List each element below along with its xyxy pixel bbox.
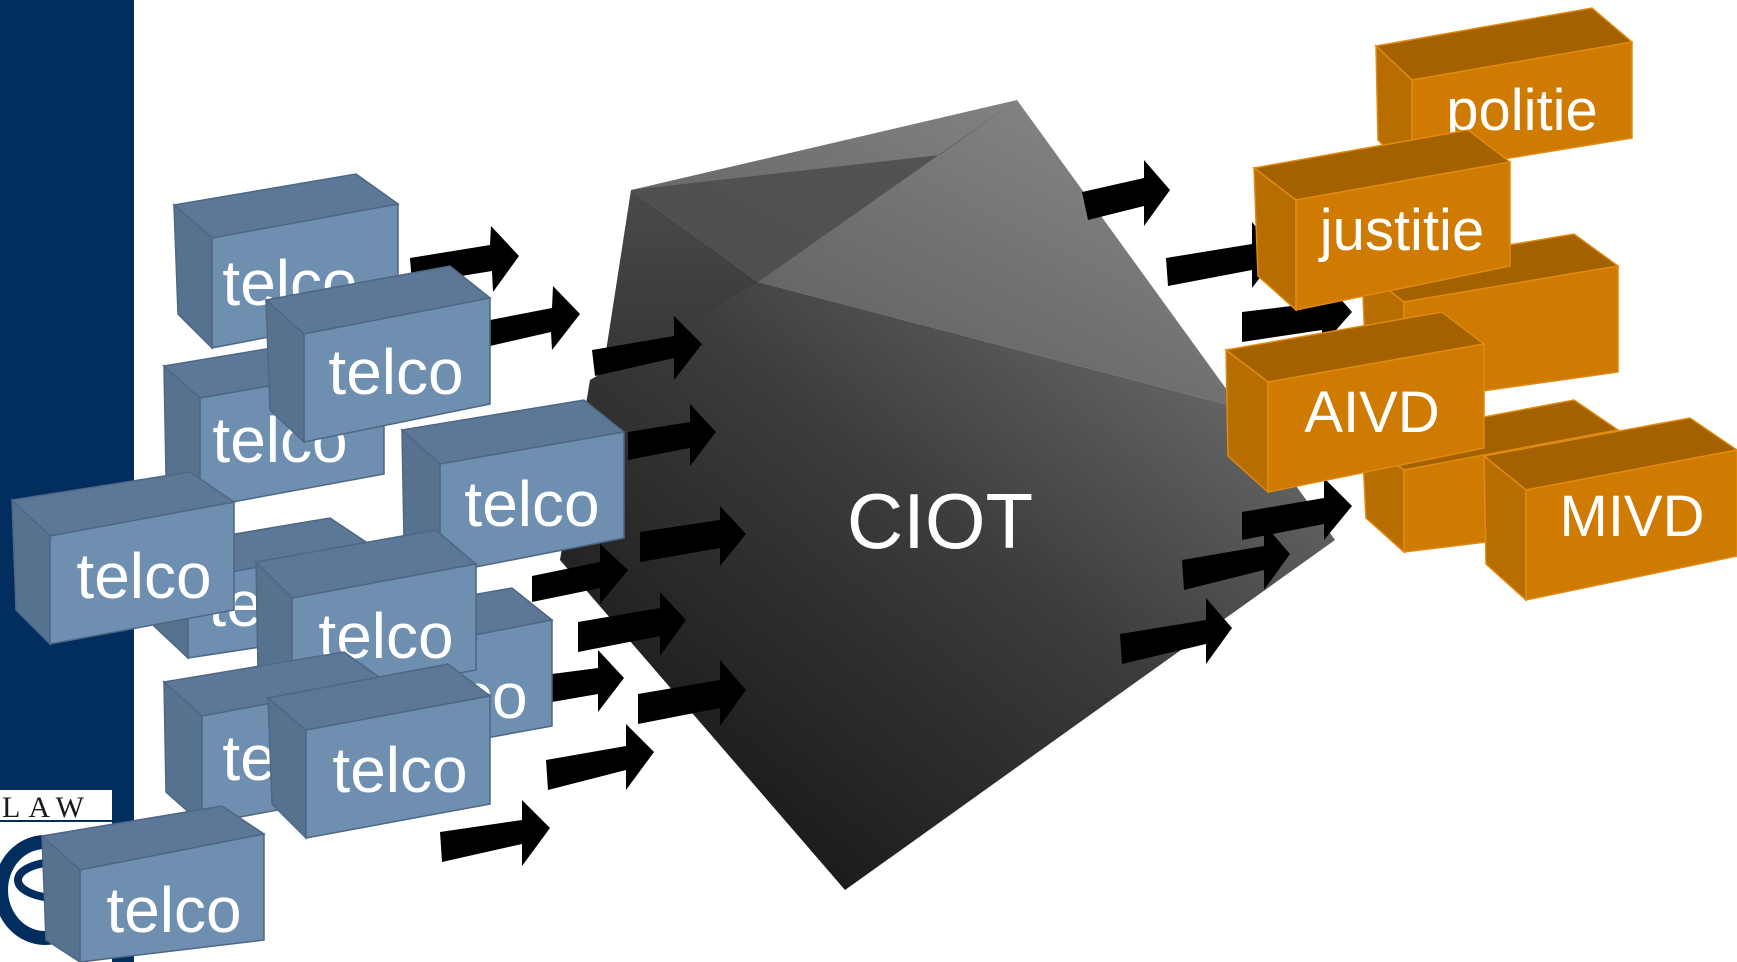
- ciot-label: CIOT: [847, 477, 1033, 565]
- agency-box-mivd: MIVD: [1482, 417, 1737, 602]
- agency-label-aivd: AIVD: [1304, 380, 1439, 445]
- telco-label: telco: [464, 468, 599, 540]
- ciot-cube: CIOT: [560, 100, 1335, 890]
- telco-box: telco: [40, 805, 266, 962]
- arrow: [1166, 222, 1278, 288]
- arrow: [532, 544, 628, 604]
- ciot-cube-back-face: [631, 100, 1017, 282]
- arrow: [592, 316, 702, 380]
- telco-box: telco: [264, 265, 492, 444]
- arrow: [546, 724, 654, 790]
- telco-box: telco: [10, 471, 236, 646]
- telco-label: telco: [106, 874, 241, 946]
- agency-box-aivd: AIVD: [1224, 311, 1486, 494]
- arrow: [1242, 478, 1352, 540]
- arrow: [490, 286, 580, 350]
- telco-boxes: telco telco telco telco telco: [10, 173, 626, 962]
- telco-label: telco: [328, 336, 463, 408]
- telco-label: telco: [76, 540, 211, 612]
- logo-text: LAW: [2, 791, 92, 824]
- arrow: [1082, 160, 1170, 226]
- arrow: [640, 506, 746, 566]
- agency-label-mivd: MIVD: [1560, 484, 1705, 549]
- arrow: [1182, 524, 1290, 590]
- arrow: [440, 800, 550, 866]
- arrow: [552, 650, 624, 712]
- arrow: [1120, 598, 1232, 664]
- telco-box: telco: [266, 663, 492, 840]
- agency-label-justitie: justitie: [1318, 198, 1484, 263]
- arrow: [578, 592, 686, 656]
- telco-label: telco: [332, 734, 467, 806]
- arrow: [628, 404, 716, 466]
- agency-boxes: politie justitie AIVD MIVD: [1224, 7, 1737, 602]
- arrow: [638, 660, 746, 726]
- agency-box-justitie: justitie: [1252, 129, 1512, 312]
- ciot-cube-front-face: [560, 282, 1335, 890]
